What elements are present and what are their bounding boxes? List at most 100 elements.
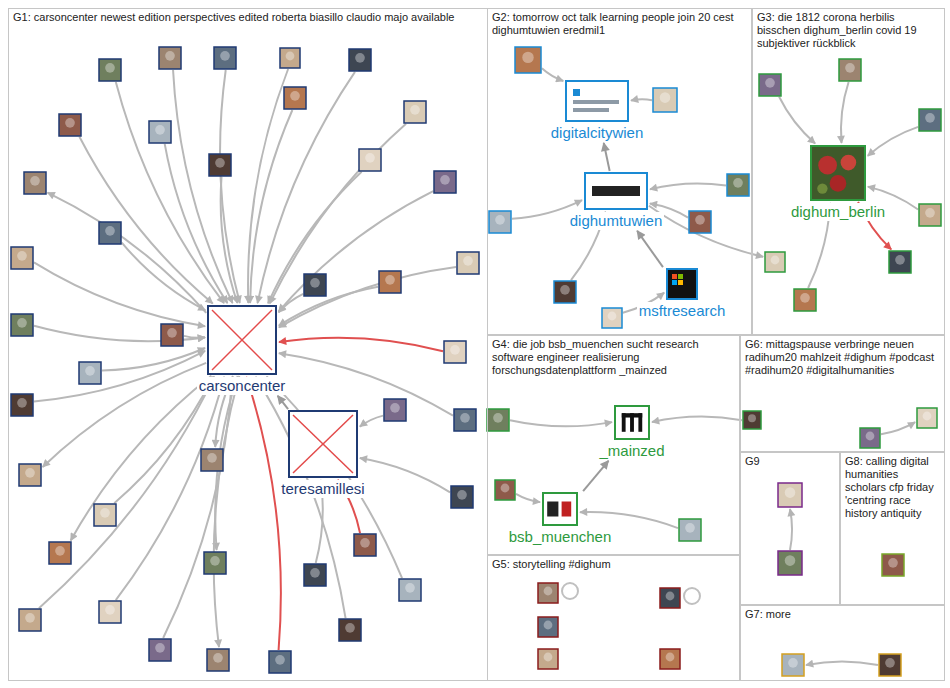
avatar-face (25, 468, 35, 478)
avatar-frame (538, 583, 558, 603)
vertex-label: teresamillesi (276, 480, 369, 498)
avatar-face (85, 366, 95, 376)
avatar-face (345, 623, 355, 633)
avatar (161, 324, 183, 346)
graph-edge (79, 137, 212, 304)
avatar (379, 271, 401, 293)
vertex: dighum_berlin (786, 145, 890, 221)
graph-edge (631, 99, 652, 100)
avatar-frame (765, 252, 785, 272)
avatar (159, 47, 181, 69)
avatar (304, 564, 326, 586)
avatar (349, 49, 371, 71)
avatar-frame (778, 551, 802, 575)
avatar-frame (11, 247, 33, 269)
avatar (49, 542, 71, 564)
picture-part (293, 415, 353, 473)
avatar-face (495, 215, 505, 225)
group-heading: G8: calling digital humanities scholars … (841, 453, 944, 520)
avatar-face (405, 583, 415, 593)
avatar-frame (434, 171, 456, 193)
avatar (495, 480, 515, 500)
avatar-frame (457, 252, 479, 274)
heading-text: G5: storytelling #dighum (492, 558, 611, 570)
avatar (554, 281, 576, 303)
avatar (765, 252, 785, 272)
avatar (839, 59, 861, 81)
avatar (24, 172, 46, 194)
avatar (660, 588, 680, 608)
avatar-face (923, 412, 932, 421)
avatar-frame (269, 651, 291, 673)
avatar (602, 308, 622, 328)
graph-edge (267, 377, 402, 579)
group-heading: G7: more (741, 606, 944, 621)
vertex-picture (586, 174, 646, 208)
graph-edge (841, 82, 849, 143)
group-heading: G3: die 1812 corona herbilis bisschen di… (753, 9, 944, 50)
avatar (404, 101, 426, 123)
self-loop (562, 583, 578, 599)
vertex-image (565, 80, 629, 122)
group-panel: G9 (740, 452, 840, 605)
avatar-frame (489, 211, 511, 233)
avatar-face (155, 125, 165, 135)
graph-edge (806, 661, 878, 665)
avatar (304, 274, 326, 296)
label-text: digitalcitywien (549, 124, 646, 142)
avatar (457, 252, 479, 274)
avatar-face (30, 176, 40, 186)
avatar (284, 87, 306, 109)
avatar-face (290, 91, 300, 101)
avatar (434, 171, 456, 193)
avatar-face (501, 484, 510, 493)
vertex: digitalcitywien (546, 80, 649, 142)
avatar (99, 601, 121, 623)
vertex-picture (616, 407, 648, 438)
picture-part (567, 82, 627, 120)
label-text: bsb_muenchen (507, 528, 614, 546)
avatar (444, 341, 466, 363)
avatar-frame (280, 48, 300, 68)
avatar-frame (399, 579, 421, 601)
graph-edge (779, 97, 815, 144)
picture-part (592, 186, 640, 196)
avatar-frame (79, 362, 101, 384)
group-heading: G9 (741, 453, 839, 468)
avatar-frame (679, 519, 701, 541)
avatar-face (666, 653, 675, 662)
avatar-frame (99, 601, 121, 623)
vertex-image (666, 268, 698, 300)
graph-edge (71, 376, 212, 541)
label-text: msftresearch (637, 302, 728, 320)
avatar-frame (149, 639, 171, 661)
picture-part (818, 156, 837, 175)
graph-edge (163, 377, 232, 638)
vertex-label: _mainzed (594, 442, 669, 460)
avatar-face (866, 432, 875, 441)
picture-part (573, 100, 619, 104)
graph-edge (246, 377, 281, 650)
avatar-frame (917, 408, 937, 428)
avatar-face (390, 403, 400, 413)
avatar-frame (99, 222, 121, 244)
graph-edge (34, 351, 205, 402)
label-text: _mainzed (597, 442, 666, 460)
picture-part (672, 274, 677, 279)
picture-part (616, 407, 648, 438)
vertex-picture (567, 82, 627, 120)
avatar-face (785, 487, 796, 498)
avatar-face (800, 293, 810, 303)
vertex-label: msftresearch (634, 302, 731, 320)
avatar (11, 394, 33, 416)
avatar (515, 47, 541, 73)
vertex-label: dighumtuwien (565, 212, 668, 230)
graph-edge (279, 191, 434, 311)
group-heading: G4: die job bsb_muenchen sucht research … (488, 336, 739, 377)
picture-part (841, 155, 857, 171)
avatar-face (660, 92, 671, 103)
avatar-face (310, 568, 320, 578)
avatar-frame (653, 88, 677, 112)
avatar-frame (727, 174, 749, 196)
avatar (778, 483, 802, 507)
